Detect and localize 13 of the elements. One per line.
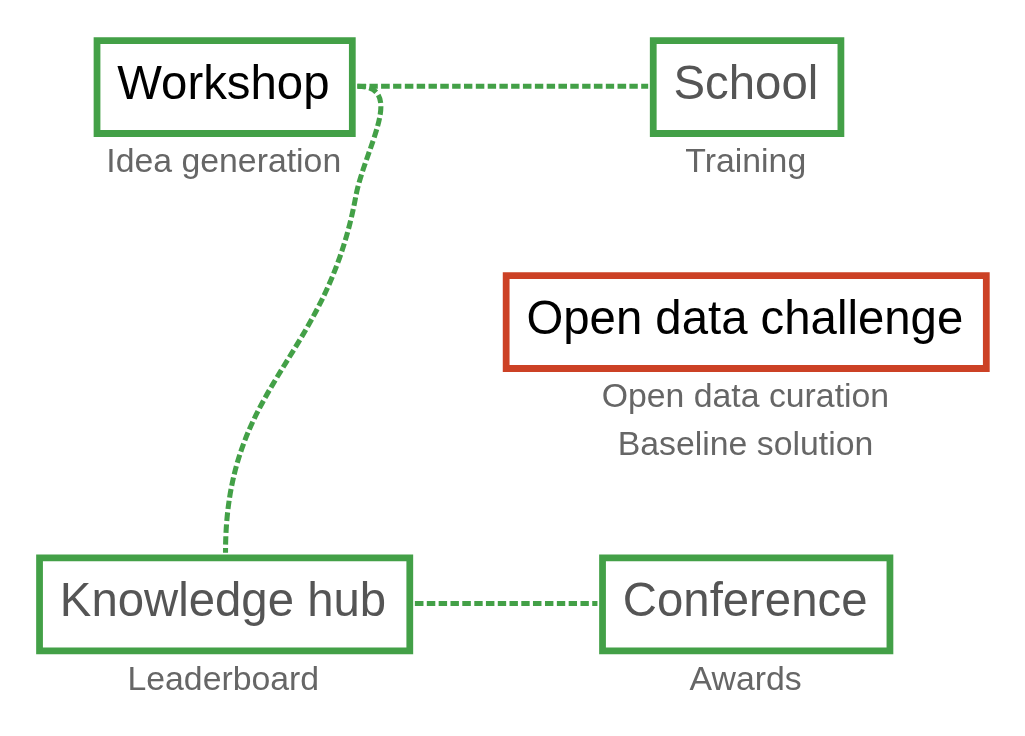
node-label: Training xyxy=(685,140,807,179)
node-label: Leaderboard xyxy=(127,658,320,697)
connector xyxy=(222,83,384,553)
node-box: Knowledge hub xyxy=(36,553,414,654)
node-label: Baseline solution xyxy=(617,423,874,462)
node-box: Workshop xyxy=(93,36,356,137)
node-box: Conference xyxy=(599,553,894,654)
node-label: Awards xyxy=(689,658,802,697)
node-label: Idea generation xyxy=(106,140,342,179)
node-box: Open data challenge xyxy=(502,271,990,372)
node-label: Open data curation xyxy=(601,375,890,414)
node-box: School xyxy=(649,36,845,137)
connector xyxy=(414,600,598,606)
